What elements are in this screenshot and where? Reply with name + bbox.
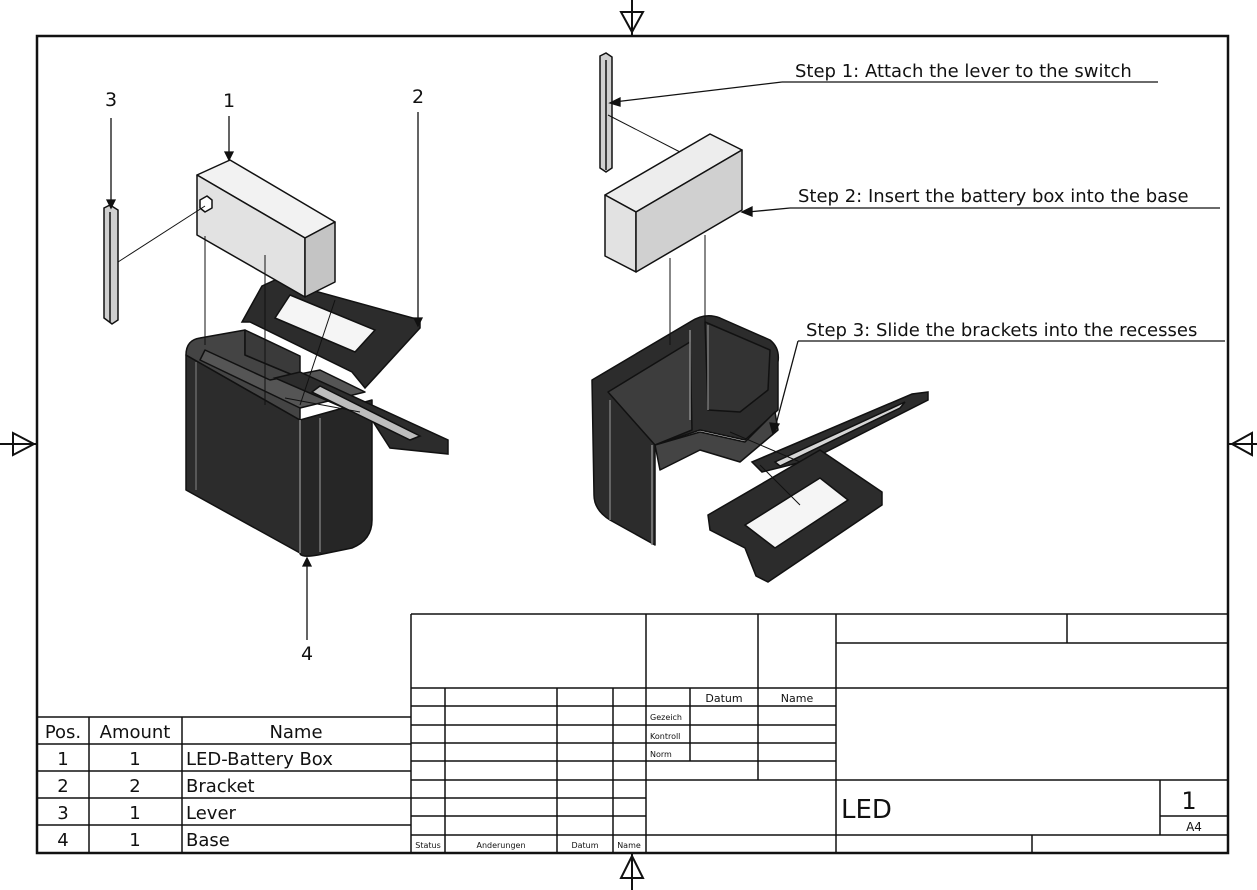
callout-1: 1 (223, 90, 235, 112)
bom-row-amount: 1 (129, 749, 140, 770)
tb-rev-name: Name (617, 841, 641, 850)
battery-box-left (196, 159, 336, 298)
bom-row-amount: 2 (129, 776, 140, 797)
step-3-text: Step 3: Slide the brackets into the rece… (806, 320, 1197, 341)
tb-rev-aenderungen: Anderungen (476, 841, 525, 850)
bom-row-name: LED-Battery Box (186, 749, 333, 770)
bill-of-materials: Pos. Amount Name 1 1 LED-Battery Box 2 2… (37, 716, 411, 853)
bom-row-amount: 1 (129, 830, 140, 851)
bom-row-amount: 1 (129, 803, 140, 824)
tb-row-norm: Norm (650, 750, 672, 759)
drawing-title: LED (841, 795, 892, 825)
bom-header-name: Name (269, 722, 322, 743)
tb-row-kontroll: Kontroll (650, 732, 680, 741)
battery-box-right (604, 133, 743, 273)
bom-row-name: Base (186, 830, 230, 851)
step-leaders (608, 81, 1225, 436)
callout-3: 3 (105, 89, 117, 111)
centering-mark-right (1228, 431, 1257, 457)
base-part-left (185, 329, 373, 557)
assembly-lines-right (607, 114, 801, 506)
part-callouts: 3 1 2 4 (105, 86, 424, 665)
bom-row: 4 1 Base (57, 830, 230, 851)
bom-header-amount: Amount (100, 722, 171, 743)
bom-grid (37, 716, 411, 853)
bracket-lower-right (707, 449, 883, 583)
callout-leaders (105, 112, 424, 640)
bom-row: 1 1 LED-Battery Box (57, 749, 333, 770)
bracket-front-left (272, 371, 449, 455)
step-2-text: Step 2: Insert the battery box into the … (798, 186, 1189, 207)
tb-col-name: Name (781, 692, 814, 705)
sheet-number: 1 (1181, 787, 1196, 815)
tb-rev-status: Status (415, 841, 441, 850)
title-block-grid (410, 613, 1228, 853)
bom-row-pos: 1 (57, 749, 68, 770)
lever-left (103, 204, 119, 325)
tb-col-datum: Datum (705, 692, 742, 705)
base-part-right (591, 315, 780, 546)
lever-right (599, 52, 613, 173)
sheet-format: A4 (1186, 820, 1202, 834)
bom-row-pos: 3 (57, 803, 68, 824)
centering-mark-bottom (619, 853, 645, 890)
bracket-back-left (240, 279, 421, 390)
title-block: Datum Name Gezeich Kontroll Norm Status … (410, 613, 1228, 853)
centering-mark-left (0, 431, 37, 457)
bom-row: 3 1 Lever (57, 803, 236, 824)
assembly-lines-left (117, 205, 361, 413)
bom-row-pos: 2 (57, 776, 68, 797)
exploded-view (103, 112, 449, 640)
step-1-text: Step 1: Attach the lever to the switch (795, 61, 1132, 82)
callout-2: 2 (412, 86, 424, 108)
bom-row-pos: 4 (57, 830, 68, 851)
bom-header-pos: Pos. (45, 722, 81, 743)
bracket-upper-right (750, 391, 929, 473)
step-instructions: Step 1: Attach the lever to the switch S… (795, 61, 1197, 341)
bom-row-name: Bracket (186, 776, 255, 797)
assembly-view (591, 52, 1225, 583)
callout-4: 4 (301, 643, 313, 665)
tb-rev-datum: Datum (571, 841, 598, 850)
bom-row-name: Lever (186, 803, 237, 824)
tb-row-gezeich: Gezeich (650, 713, 682, 722)
bom-row: 2 2 Bracket (57, 776, 254, 797)
centering-mark-top (619, 0, 645, 36)
